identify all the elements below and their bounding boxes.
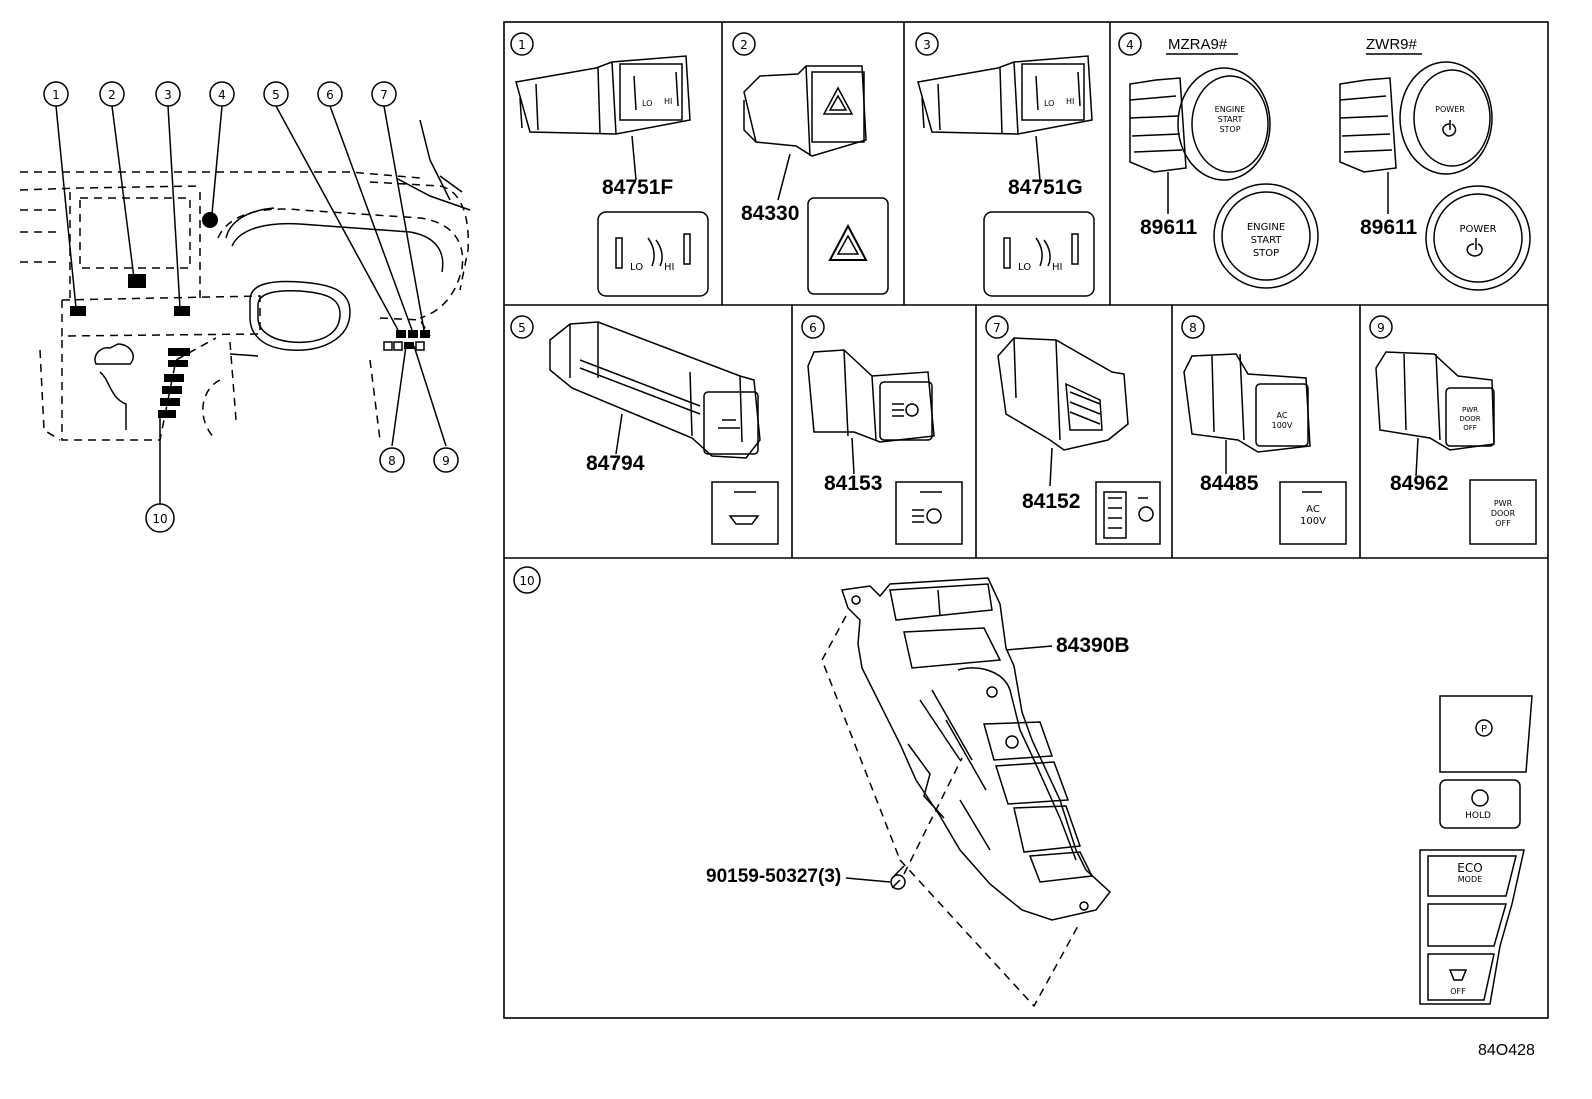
panel-4-number: 4: [1126, 38, 1134, 52]
part-number-84330: 84330: [741, 202, 800, 225]
panel-5-number: 5: [518, 321, 526, 335]
ac-small-line-1: AC: [1277, 411, 1288, 420]
pwr-door-small-2: DOOR: [1459, 415, 1480, 423]
seat-1-hi-label: HI: [664, 262, 674, 273]
seat-heater-switch-1: [515, 55, 709, 297]
eco-label-line-2: MODE: [1458, 875, 1482, 884]
off-label: OFF: [1450, 987, 1466, 996]
part-number-84152: 84152: [1022, 490, 1081, 513]
seat-1-small-hi-label: HI: [664, 97, 672, 106]
hold-button-label: HOLD: [1465, 811, 1491, 821]
seat-3-small-hi-label: HI: [1066, 97, 1074, 106]
console-switch-assembly: [821, 577, 1533, 1008]
dashboard-overview: [19, 81, 471, 533]
callout-6: 6: [326, 88, 334, 102]
callout-10: 10: [152, 512, 167, 526]
pwr-door-small-3: OFF: [1463, 424, 1477, 432]
pwr-door-small-1: PWR: [1462, 406, 1478, 414]
panel-10-number: 10: [519, 574, 534, 588]
part-number-84751F: 84751F: [602, 176, 674, 199]
panel-6-number: 6: [809, 321, 817, 335]
start-stop-buttons: [1129, 53, 1531, 291]
pwr-door-line-1: PWR: [1494, 499, 1513, 508]
seat-heater-switch-3: [917, 55, 1095, 297]
seat-1-small-lo-label: LO: [642, 99, 652, 108]
p-button-label: P: [1481, 724, 1487, 735]
diagram-code: 84O428: [1478, 1042, 1535, 1059]
headlight-level-wheel: [997, 337, 1161, 545]
auto-headlight-switch: [807, 349, 963, 545]
panel-2-number: 2: [740, 38, 748, 52]
panel-9-number: 9: [1377, 321, 1385, 335]
part-number-84153: 84153: [824, 472, 883, 495]
engine-small-line-3: STOP: [1219, 125, 1240, 134]
engine-small-line-1: ENGINE: [1215, 105, 1246, 114]
panel-1-number: 1: [518, 38, 526, 52]
engine-button-line-1: ENGINE: [1247, 222, 1285, 233]
part-number-84751G: 84751G: [1008, 176, 1083, 199]
panel-8-number: 8: [1189, 321, 1197, 335]
callout-5: 5: [272, 88, 280, 102]
part-number-84794: 84794: [586, 452, 645, 475]
seat-3-small-lo-label: LO: [1044, 99, 1054, 108]
ac-small-line-2: 100V: [1272, 421, 1293, 430]
part-number-84390B: 84390B: [1056, 634, 1130, 657]
engine-button-line-3: STOP: [1253, 248, 1279, 259]
ac-label-line-2: 100V: [1300, 516, 1326, 527]
pwr-door-line-2: DOOR: [1491, 509, 1516, 518]
eco-label-line-1: ECO: [1457, 861, 1482, 875]
power-button-label: POWER: [1459, 224, 1496, 235]
callout-1: 1: [52, 88, 60, 102]
panel-3-number: 3: [923, 38, 931, 52]
panel-grid: [503, 21, 1549, 1019]
callout-3: 3: [164, 88, 172, 102]
seat-3-lo-label: LO: [1018, 262, 1031, 273]
callout-7: 7: [380, 88, 388, 102]
engine-button-line-2: START: [1251, 235, 1283, 246]
pwr-door-line-3: OFF: [1495, 519, 1511, 528]
power-small-label: POWER: [1435, 105, 1465, 114]
model-label-zwr9: ZWR9#: [1366, 36, 1417, 53]
panel-number-circles: [510, 32, 1393, 594]
callout-8: 8: [388, 454, 396, 468]
seat-1-lo-label: LO: [630, 262, 643, 273]
model-label-mzra9: MZRA9#: [1168, 36, 1228, 53]
part-number-89611-a: 89611: [1140, 216, 1198, 239]
screw-part-number: 90159-50327(3): [706, 866, 842, 887]
callout-4: 4: [218, 88, 226, 102]
panel-7-number: 7: [993, 321, 1001, 335]
wiper-deicer-switch: [549, 321, 779, 545]
callout-2: 2: [108, 88, 116, 102]
ac-label-line-1: AC: [1306, 504, 1320, 515]
seat-3-hi-label: HI: [1052, 262, 1062, 273]
part-number-89611-b: 89611: [1360, 216, 1418, 239]
ac-100v-switch: [1183, 353, 1347, 545]
part-number-84485: 84485: [1200, 472, 1259, 495]
engine-small-line-2: START: [1218, 115, 1243, 124]
hazard-switch: [743, 65, 889, 295]
part-number-84962: 84962: [1390, 472, 1449, 495]
power-door-off-switch: [1375, 351, 1537, 545]
callout-9: 9: [442, 454, 450, 468]
